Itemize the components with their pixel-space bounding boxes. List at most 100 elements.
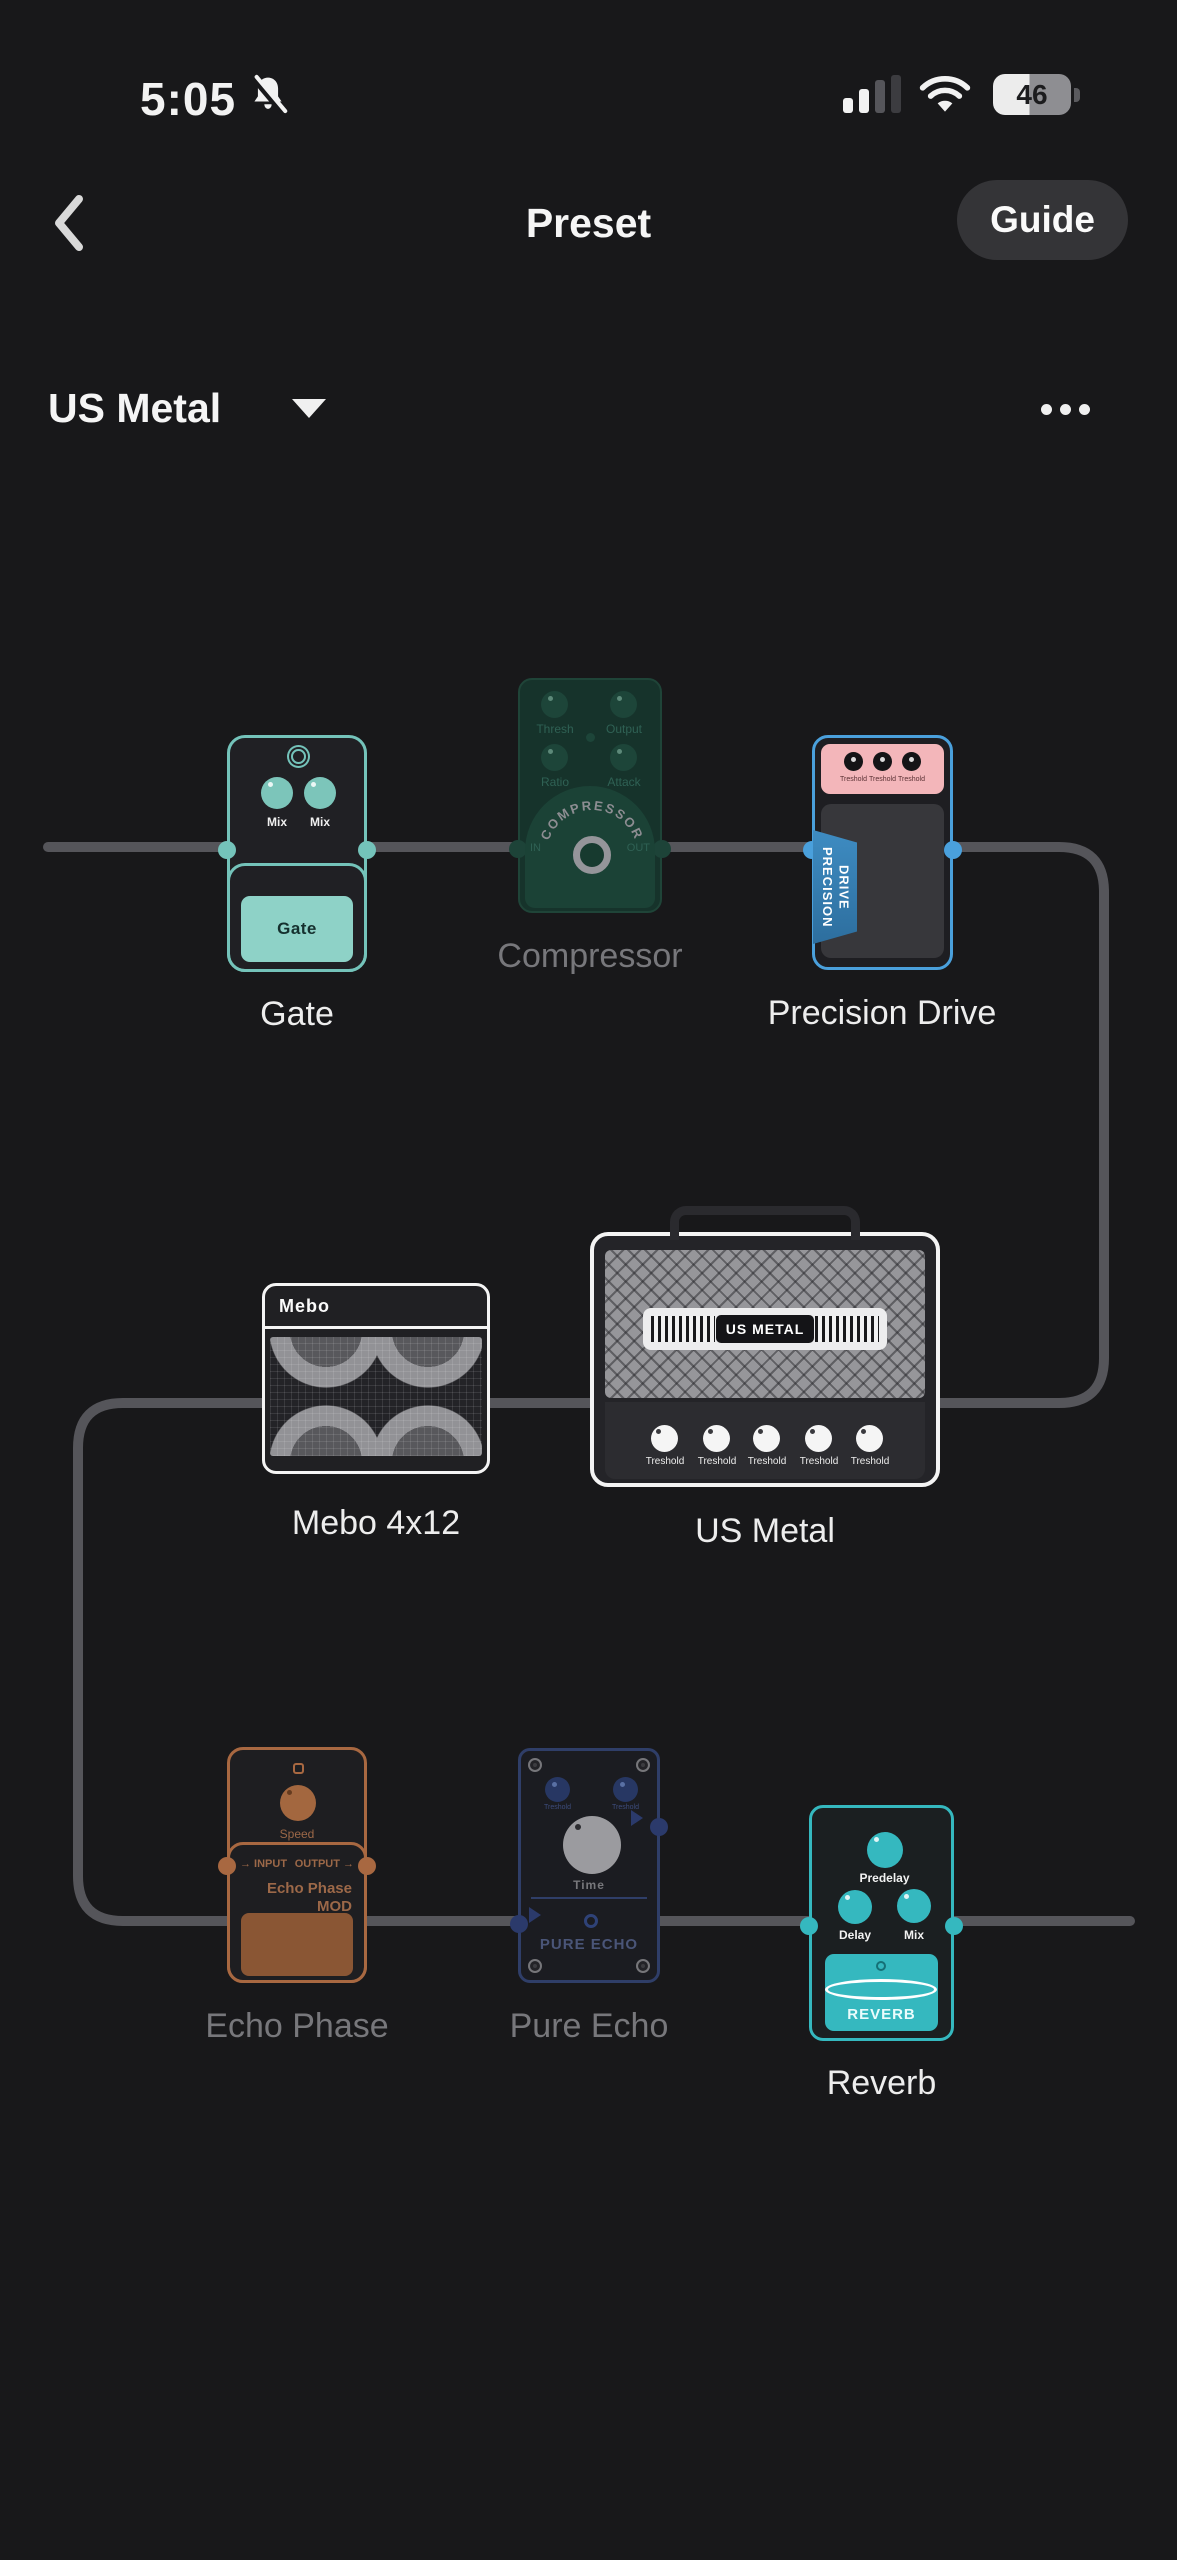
- badge-stripes: [814, 1316, 879, 1342]
- knob-icon: [545, 1777, 570, 1802]
- knob-label: Speed: [279, 1827, 315, 1841]
- pedal-label-pure-echo: Pure Echo: [509, 2007, 669, 2045]
- knob-icon: [873, 752, 892, 771]
- knob-label: Time: [573, 1878, 605, 1892]
- pedal-compressor[interactable]: Thresh Output Ratio Attack COMPRESSOR IN…: [509, 678, 671, 913]
- knob-label: Ratio: [540, 775, 569, 789]
- footswitch: Gate: [241, 896, 353, 962]
- knob-icon: [610, 691, 637, 718]
- led-icon: [293, 1763, 304, 1774]
- connector: [800, 1917, 818, 1935]
- banner-text: PRECISION DRIVE: [820, 846, 852, 928]
- pedal-precision-drive[interactable]: Treshold Treshold Treshold PRECISION DRI…: [803, 735, 962, 970]
- pedal-gate[interactable]: Mix Mix Gate: [218, 735, 376, 972]
- cellular-signal-icon: [843, 75, 907, 113]
- connector: [358, 1857, 376, 1875]
- pedal-label-reverb: Reverb: [826, 2064, 937, 2102]
- battery-icon: 46: [993, 74, 1071, 115]
- knob-label: Treshold: [799, 1456, 839, 1467]
- ripple-icon: [825, 1979, 937, 2000]
- knob-label: Treshold: [697, 1456, 737, 1467]
- knob-label: Treshold: [544, 1804, 571, 1811]
- knob-label: Treshold: [850, 1456, 890, 1467]
- led-icon: [584, 1914, 598, 1928]
- back-chevron-icon[interactable]: [49, 193, 89, 253]
- knob-label: Delay: [838, 1928, 872, 1942]
- knob-label: Treshold: [869, 776, 896, 783]
- speaker-grille: [270, 1337, 482, 1456]
- connector: [944, 841, 962, 859]
- connector: [945, 1917, 963, 1935]
- pedal-label-echo-phase: Echo Phase: [205, 2007, 389, 2045]
- footswitch: REVERB: [825, 1954, 938, 2031]
- pedal-label-precision-drive: Precision Drive: [767, 994, 997, 1032]
- control-panel: Treshold Treshold Treshold: [821, 744, 944, 794]
- knob-label: Mix: [903, 1928, 924, 1942]
- knob-icon: [902, 752, 921, 771]
- connector: [650, 1818, 668, 1836]
- pedal-reverb[interactable]: Predelay Delay Mix REVERB: [800, 1805, 963, 2041]
- cab-label-mebo: Mebo 4x12: [291, 1504, 461, 1542]
- knob-icon: [844, 752, 863, 771]
- knob-icon: [261, 777, 293, 809]
- knob-icon: [897, 1889, 931, 1923]
- signal-arrow-icon: [529, 1907, 541, 1923]
- knob-icon: [613, 1777, 638, 1802]
- knob-label: Mix: [309, 815, 330, 829]
- pedal-label-compressor: Compressor: [497, 937, 683, 975]
- stomp-section: [227, 863, 367, 972]
- amp-us-metal[interactable]: US METAL Treshold Treshold Treshold Tres…: [590, 1206, 940, 1487]
- knob-label: Thresh: [536, 722, 574, 736]
- big-knob-icon: [573, 836, 611, 874]
- knob-icon: [703, 1425, 730, 1452]
- more-options-icon[interactable]: [1041, 404, 1090, 415]
- status-time: 5:05: [140, 73, 237, 125]
- signal-arrow-icon: [631, 1810, 643, 1826]
- amp-badge: US METAL: [643, 1308, 887, 1350]
- knob-icon: [541, 744, 568, 771]
- cab-logo: Mebo: [279, 1295, 330, 1316]
- knob-icon: [838, 1890, 872, 1924]
- bell-muted-icon: [251, 74, 288, 115]
- name-line1: Echo Phase: [266, 1880, 352, 1897]
- knob-label: Treshold: [840, 776, 867, 783]
- knob-label: Attack: [607, 775, 641, 789]
- footswitch-label: REVERB: [847, 2006, 916, 2023]
- preset-name-dropdown[interactable]: US Metal: [48, 385, 222, 431]
- chevron-down-icon[interactable]: [292, 399, 326, 418]
- logo-band: Mebo: [265, 1286, 487, 1329]
- big-knob-icon: [563, 1816, 621, 1874]
- knob-icon: [805, 1425, 832, 1452]
- knob-label: Treshold: [747, 1456, 787, 1467]
- cab-mebo-4x12[interactable]: Mebo: [262, 1283, 490, 1474]
- knob-label: Predelay: [859, 1871, 910, 1885]
- knob-label: Output: [605, 722, 643, 736]
- guide-button[interactable]: Guide: [957, 180, 1128, 260]
- stomp-section: [227, 1842, 367, 1983]
- screw-icon: [528, 1758, 542, 1772]
- connector: [358, 841, 376, 859]
- led-icon: [586, 733, 595, 742]
- connector: [510, 1915, 528, 1933]
- knob-icon: [856, 1425, 883, 1452]
- pedal-pure-echo[interactable]: Treshold Treshold Time PURE ECHO: [510, 1748, 668, 1983]
- knob-icon: [610, 744, 637, 771]
- in-label: IN: [530, 842, 541, 854]
- knob-label: Treshold: [898, 776, 925, 783]
- led-icon: [291, 749, 306, 764]
- amp-label-us-metal: US Metal: [695, 1512, 835, 1550]
- knob-icon: [651, 1425, 678, 1452]
- input-label: → INPUT: [240, 1858, 288, 1870]
- screw-icon: [636, 1959, 650, 1973]
- pedal-echo-phase[interactable]: Speed → INPUT OUTPUT → Echo Phase MOD: [218, 1747, 376, 1983]
- knob-label: Mix: [266, 815, 287, 829]
- amp-badge-name: US METAL: [715, 1315, 815, 1343]
- out-label: OUT: [626, 842, 650, 854]
- knob-label: Treshold: [612, 1804, 639, 1811]
- badge-stripes: [651, 1316, 715, 1342]
- connector: [218, 841, 236, 859]
- knob-icon: [280, 1785, 316, 1821]
- led-icon: [876, 1961, 886, 1971]
